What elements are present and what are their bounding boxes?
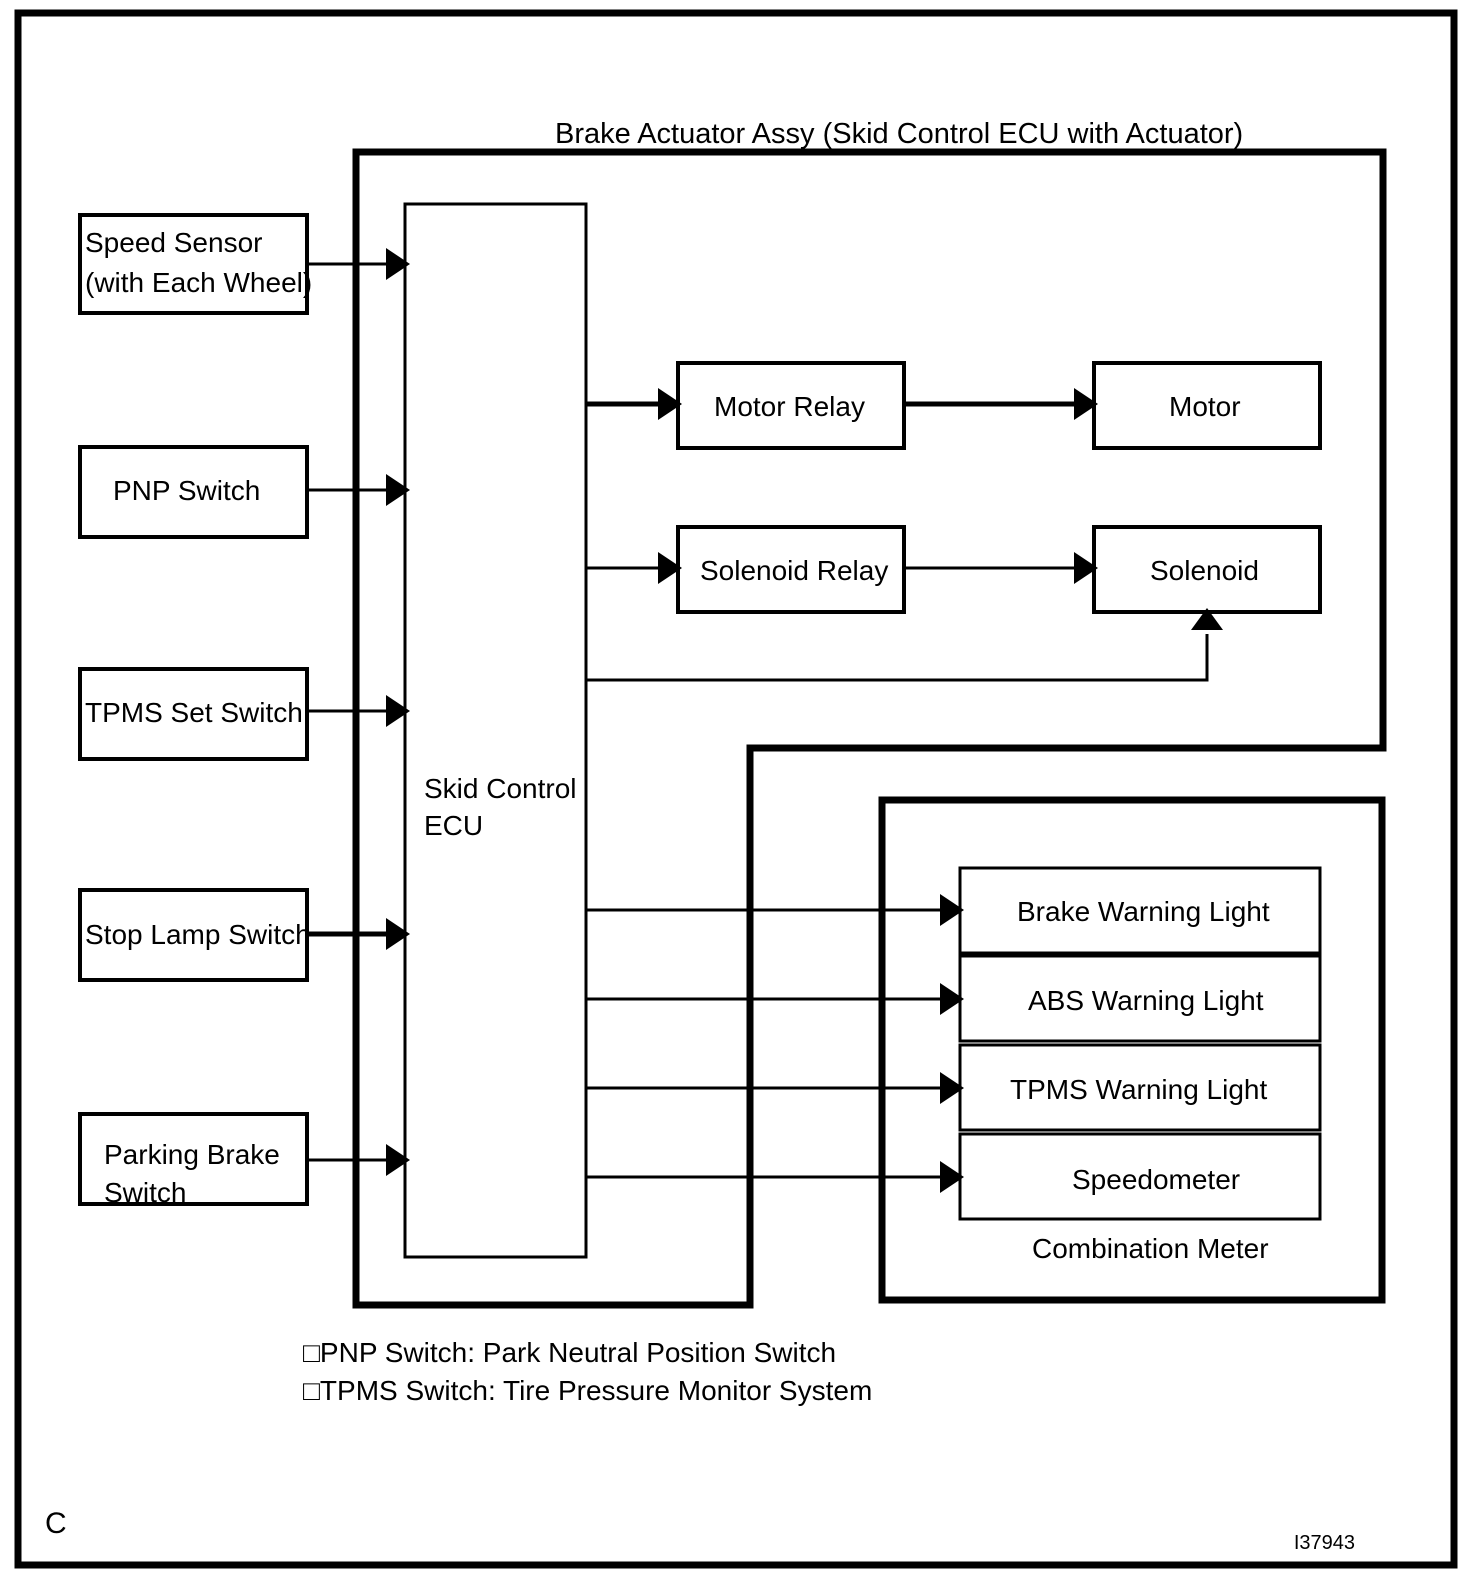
skid-control-ecu-box [403,202,588,1259]
component-label-solenoid-relay: Solenoid Relay [700,555,888,586]
input-connector-speed-sensor [307,248,410,280]
meter-item-label-abs-warning-light: ABS Warning Light [1028,985,1264,1016]
note-tpms-bullet: □ [303,1375,320,1406]
component-box-motor-relay [676,361,906,450]
meter-item-box-speedometer [958,1132,1322,1221]
ecu-label-line1: Skid Control [424,773,577,804]
connector-ecu-to-speedometer [586,1161,964,1193]
note-pnp-bullet: □ [303,1337,320,1368]
connector-solenoid-relay-to-solenoid [904,552,1098,584]
ecu-label-line2: ECU [424,810,483,841]
input-connector-tpms-set-switch [307,695,410,727]
input-box-pnp-switch [78,445,309,539]
note-tpms-text: TPMS Switch: Tire Pressure Monitor Syste… [320,1375,872,1406]
connector-ecu-to-tpms-warning-light [586,1072,964,1104]
component-box-motor [1092,361,1322,450]
meter-item-box-abs-warning-light [958,954,1322,1043]
connector-motor-relay-to-motor [904,388,1098,420]
note-tpms: □TPMS Switch: Tire Pressure Monitor Syst… [303,1375,872,1406]
meter-item-label-speedometer: Speedometer [1072,1164,1240,1195]
meter-item-box-brake-warning-light [958,866,1322,955]
reference-code: I37943 [1294,1532,1355,1554]
connector-ecu-to-solenoid-feedback [586,608,1223,682]
note-pnp-text: PNP Switch: Park Neutral Position Switch [320,1337,836,1368]
meter-item-label-tpms-warning-light: TPMS Warning Light [1010,1074,1267,1105]
meter-item-label-brake-warning-light: Brake Warning Light [1017,896,1270,927]
component-label-motor-relay: Motor Relay [714,391,865,422]
note-pnp: □PNP Switch: Park Neutral Position Switc… [303,1337,836,1368]
input-label-parking-brake-line1: Parking Brake [104,1139,280,1170]
input-label-stop-lamp-switch: Stop Lamp Switch [85,919,311,950]
component-label-solenoid: Solenoid [1150,555,1259,586]
connector-ecu-to-solenoid-relay [586,552,682,584]
meter-item-box-tpms-warning-light [958,1043,1322,1132]
connector-ecu-to-abs-warning-light [586,983,964,1015]
connector-ecu-to-brake-warning-light [586,894,964,926]
input-connector-pnp-switch [307,474,410,506]
component-box-solenoid [1092,525,1322,614]
input-box-tpms-set-switch [78,667,309,761]
input-label-speed-sensor-line2: (with Each Wheel) [85,267,312,298]
corner-label: C [45,1507,67,1540]
input-box-parking-brake-switch [78,1112,309,1206]
page-title: Brake Actuator Assy (Skid Control ECU wi… [555,118,1243,150]
input-connector-parking-brake-switch [307,1144,410,1176]
input-label-tpms-set-switch: TPMS Set Switch [85,697,303,728]
input-label-pnp-switch: PNP Switch [113,475,260,506]
input-label-speed-sensor-line1: Speed Sensor [85,227,262,258]
input-connector-stop-lamp-switch [307,918,410,950]
combination-meter-caption: Combination Meter [1032,1233,1269,1264]
connector-ecu-to-motor-relay [586,388,682,420]
input-label-parking-brake-line2: Switch [104,1177,186,1208]
component-label-motor: Motor [1169,391,1241,422]
